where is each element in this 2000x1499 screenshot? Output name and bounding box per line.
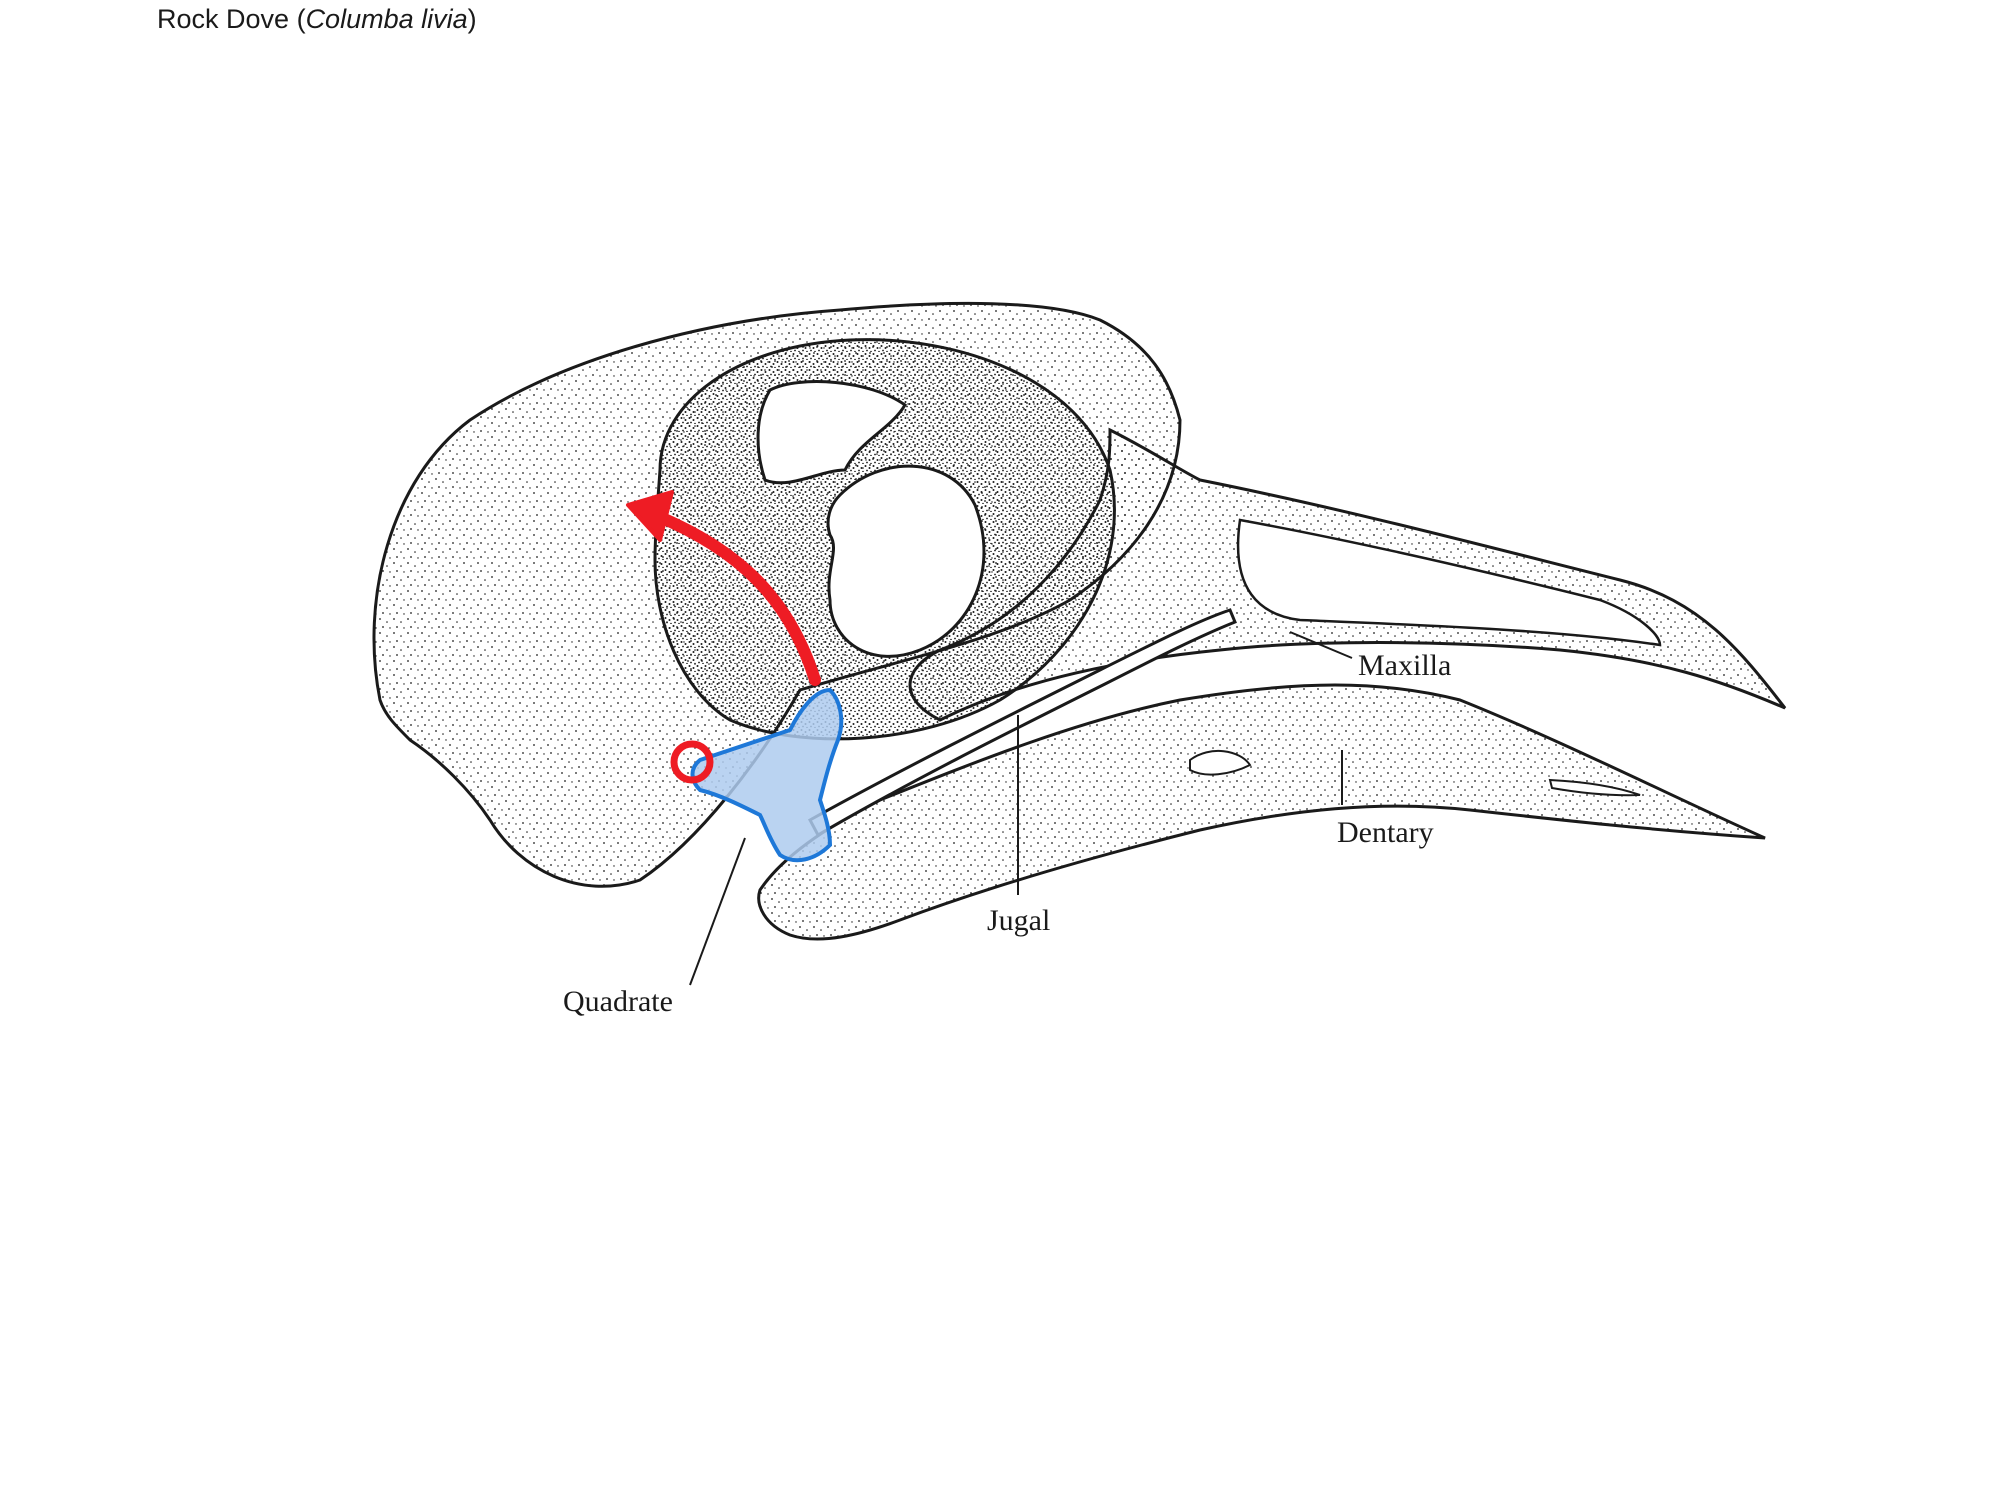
page-title: Rock Dove (Columba livia)	[157, 4, 477, 35]
curved-arrow-icon	[649, 509, 821, 686]
ring-marker-icon	[670, 740, 714, 784]
jugal-label: Jugal	[987, 904, 1050, 937]
orbit-opening-upper	[756, 380, 908, 485]
maxilla-label: Maxilla	[1358, 649, 1451, 682]
orbit-opening-lower	[826, 464, 986, 658]
quadrate-leader	[689, 837, 746, 986]
dentary-label: Dentary	[1337, 816, 1434, 849]
scientific-name: Columba livia	[305, 4, 468, 34]
common-name: Rock Dove	[157, 4, 290, 34]
paren-close: )	[467, 4, 477, 34]
curved-arrow-head	[626, 490, 674, 542]
maxilla-leader	[1289, 631, 1353, 659]
quadrate-label: Quadrate	[563, 985, 673, 1018]
jaw-foramen	[1189, 749, 1252, 776]
quadrate-bone	[690, 687, 844, 863]
jaw-slot	[1548, 778, 1641, 797]
lower-jaw	[757, 683, 1766, 941]
jugal-bar	[807, 608, 1237, 838]
nasal-opening	[1236, 518, 1662, 647]
paren-open: (	[296, 4, 306, 34]
